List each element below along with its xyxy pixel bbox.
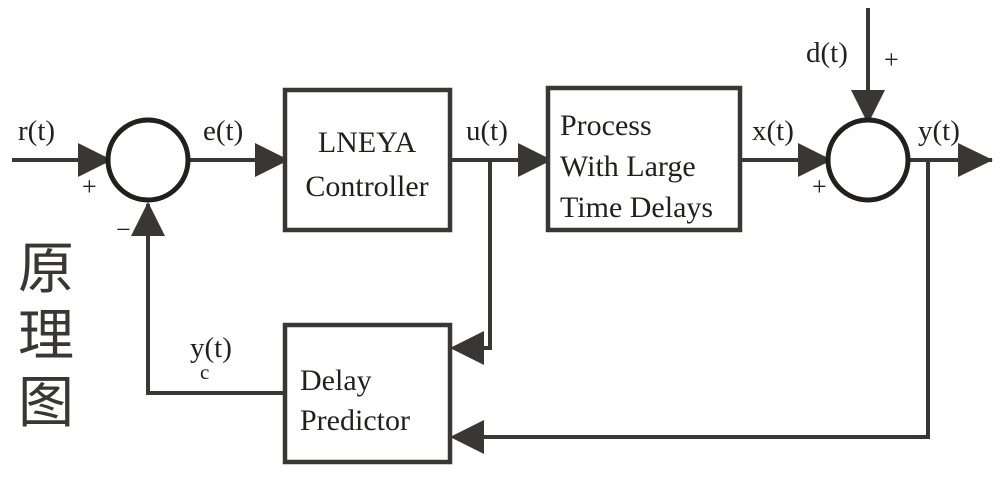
controller-label-line-1: LNEYA <box>318 126 417 159</box>
signal-label-r: r(t) <box>18 115 55 147</box>
arrowhead-x-signal <box>798 143 832 177</box>
wire-x-signal <box>740 143 832 177</box>
arrowhead-yc-feedback <box>131 202 165 236</box>
summing-junction-right[interactable] <box>825 117 911 203</box>
signal-label-u: u(t) <box>466 115 508 147</box>
block-lneya-controller[interactable]: LNEYA Controller <box>282 87 453 233</box>
wire-d-disturbance <box>851 8 885 124</box>
sign-plus-r: + <box>82 172 97 201</box>
signal-label-d: d(t) <box>806 37 848 69</box>
signal-label-x: x(t) <box>752 115 794 147</box>
sign-minus-feedback: − <box>116 215 131 244</box>
wire-u-signal <box>450 143 552 177</box>
block-delay-predictor[interactable]: Delay Predictor <box>282 322 453 465</box>
block-process-with-large-time-delays[interactable]: Process With Large Time Delays <box>545 85 743 233</box>
signal-label-yc: y(t) <box>190 332 232 364</box>
caption-char-2: 理 <box>18 304 74 369</box>
wire-yc-feedback <box>131 202 285 395</box>
signal-label-e: e(t) <box>203 115 243 147</box>
process-label-line-1: Process <box>560 109 652 142</box>
wire-y-output <box>908 143 993 177</box>
wire-r-input <box>12 143 112 177</box>
arrowhead-u-branch <box>450 331 484 365</box>
controller-label-line-2: Controller <box>305 170 428 203</box>
arrowhead-e-signal <box>255 143 289 177</box>
wire-e-signal <box>188 143 289 177</box>
signal-label-yc-subscript: c <box>200 360 209 384</box>
arrowhead-u-signal <box>518 143 552 177</box>
delay-predictor-label-line-2: Predictor <box>300 404 410 437</box>
sign-plus-x: + <box>812 172 827 201</box>
caption-char-1: 原 <box>18 237 74 302</box>
arrowhead-y-feedback <box>450 420 484 454</box>
sign-plus-d: + <box>884 45 899 74</box>
arrowhead-d-disturbance <box>851 90 885 124</box>
delay-predictor-label-line-1: Delay <box>300 364 372 397</box>
wire-u-branch-to-predictor <box>450 160 492 365</box>
process-label-line-3: Time Delays <box>560 191 713 224</box>
signal-label-y: y(t) <box>918 115 960 147</box>
wire-y-feedback-to-predictor <box>450 160 930 454</box>
process-label-line-2: With Large <box>560 150 696 183</box>
summing-junction-left[interactable] <box>105 117 191 203</box>
arrowhead-r-input <box>78 143 112 177</box>
caption-char-3: 图 <box>18 371 74 436</box>
arrowhead-y-output <box>958 143 993 177</box>
